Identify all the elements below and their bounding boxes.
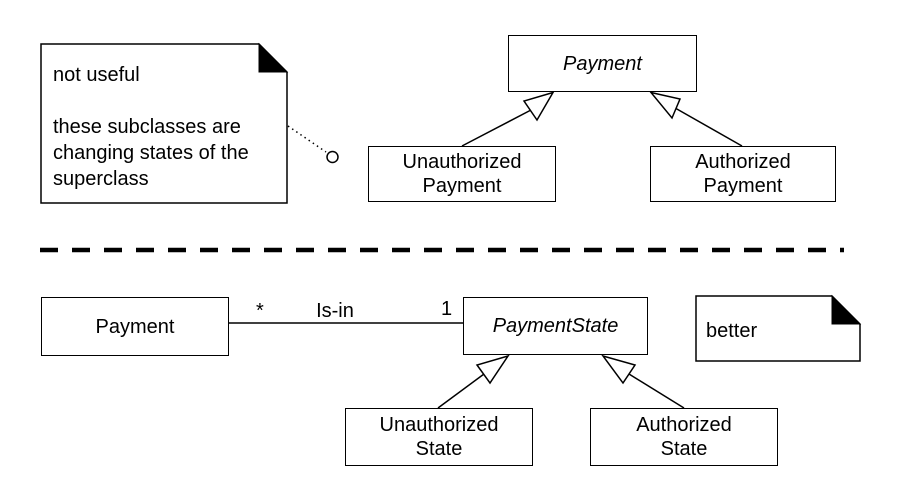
note-fold-corner-icon — [831, 294, 862, 325]
note-anchor-circle-icon — [326, 150, 339, 164]
class-name-label: Unauthorized Payment — [402, 151, 522, 197]
association-multiplicity-one: 1 — [441, 298, 453, 320]
note-fold-corner-icon — [258, 42, 289, 73]
generalization-line-authorized-payment — [675, 107, 743, 147]
class-authorized-state: Authorized State — [590, 408, 778, 466]
association-name-label: Is-in — [316, 300, 354, 322]
note-text-bottom: better — [706, 320, 758, 342]
note-text-top: not useful these subclasses are changing… — [53, 64, 249, 190]
class-name-label: PaymentState — [492, 315, 619, 337]
generalization-line-unauthorized-payment — [461, 109, 532, 147]
generalization-triangle-icon — [475, 354, 510, 385]
class-name-label: Payment — [95, 315, 175, 338]
association-multiplicity-star: * — [256, 300, 264, 322]
generalization-line-unauthorized-state — [437, 373, 485, 409]
class-payment-state: PaymentState — [463, 297, 648, 355]
note-anchor-line — [287, 125, 327, 153]
class-payment-superclass: Payment — [508, 35, 697, 92]
generalization-triangle-icon — [649, 91, 682, 120]
generalization-triangle-icon — [522, 91, 555, 122]
class-name-label: Unauthorized State — [379, 414, 499, 460]
class-unauthorized-payment: Unauthorized Payment — [368, 146, 556, 202]
class-unauthorized-state: Unauthorized State — [345, 408, 533, 466]
generalization-triangle-icon — [601, 354, 637, 385]
class-authorized-payment: Authorized Payment — [650, 146, 836, 202]
generalization-line-authorized-state — [628, 373, 685, 409]
class-name-label: Authorized State — [636, 414, 732, 460]
note-shape-bottom — [695, 295, 861, 362]
class-name-label: Authorized Payment — [695, 151, 791, 197]
class-payment: Payment — [41, 297, 229, 356]
class-name-label: Payment — [563, 52, 642, 75]
note-shape-top — [40, 43, 288, 204]
